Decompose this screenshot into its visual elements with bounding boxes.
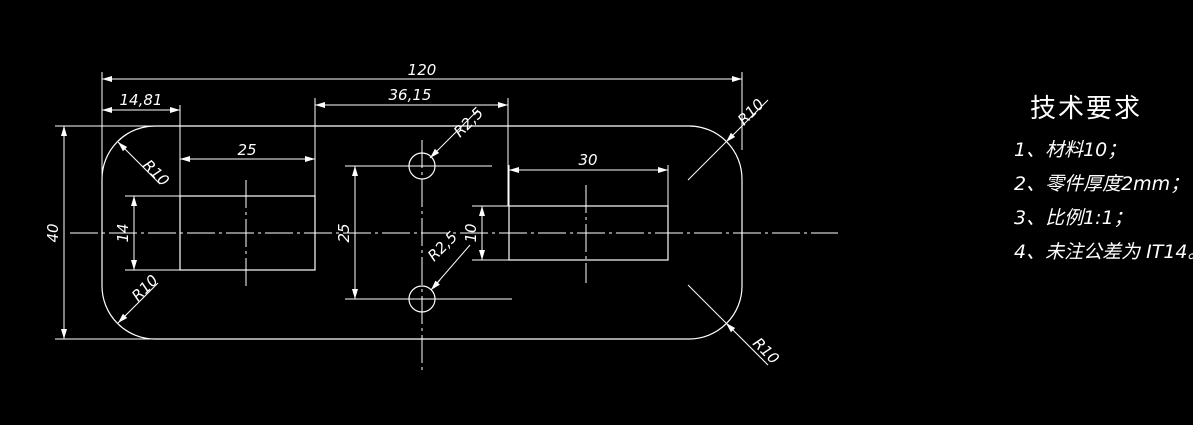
svg-text:30: 30 — [578, 151, 597, 169]
svg-text:10: 10 — [462, 223, 480, 242]
dim-right-slot-height: 10 — [462, 206, 485, 260]
dim-corner-radius-bottom-left: R10 — [117, 271, 162, 324]
dim-left-slot-width: 25 — [180, 141, 315, 162]
bottom-hole — [408, 285, 436, 313]
dim-hole-offset: 36,15 — [315, 86, 508, 108]
svg-text:R10: R10 — [749, 334, 783, 368]
technical-requirements: 技术要求 1、材料10； 2、零件厚度2mm； 3、比例1:1； 4、未注公差为… — [1014, 88, 1193, 269]
dim-corner-radius-bottom-right: R10 — [687, 284, 783, 368]
svg-text:R2,5: R2,5 — [450, 104, 487, 141]
dim-overall-length: 120 — [102, 61, 742, 82]
dim-corner-radius-top-right: R10 — [687, 95, 769, 181]
svg-text:25: 25 — [335, 223, 353, 242]
dim-left-slot-height: 14 — [114, 196, 137, 270]
svg-text:40: 40 — [44, 223, 62, 242]
dim-corner-radius-top-left: R10 — [117, 141, 173, 190]
dim-left-slot-offset: 14,81 — [102, 91, 180, 113]
dim-hole-spacing: 25 — [335, 166, 358, 299]
note-item-2: 2、零件厚度2mm； — [1014, 173, 1190, 195]
svg-text:R10: R10 — [734, 95, 768, 129]
note-item-1: 1、材料10； — [1014, 139, 1127, 161]
svg-text:R10: R10 — [139, 156, 173, 190]
dim-top-hole-radius: R2,5 — [429, 104, 487, 159]
svg-text:25: 25 — [237, 141, 256, 159]
right-slot — [508, 205, 669, 261]
dim-right-slot-width: 30 — [509, 151, 668, 173]
dim-overall-height: 40 — [44, 126, 67, 339]
left-slot — [179, 195, 316, 271]
svg-text:120: 120 — [408, 61, 437, 79]
top-hole — [408, 152, 436, 180]
note-item-3: 3、比例1:1； — [1014, 207, 1133, 229]
note-item-4: 4、未注公差为 IT14。 — [1014, 241, 1193, 263]
notes-title: 技术要求 — [1030, 94, 1143, 124]
svg-text:36,15: 36,15 — [389, 86, 432, 104]
svg-text:R10: R10 — [128, 271, 162, 305]
svg-text:14,81: 14,81 — [120, 91, 163, 109]
svg-text:14: 14 — [114, 223, 132, 242]
